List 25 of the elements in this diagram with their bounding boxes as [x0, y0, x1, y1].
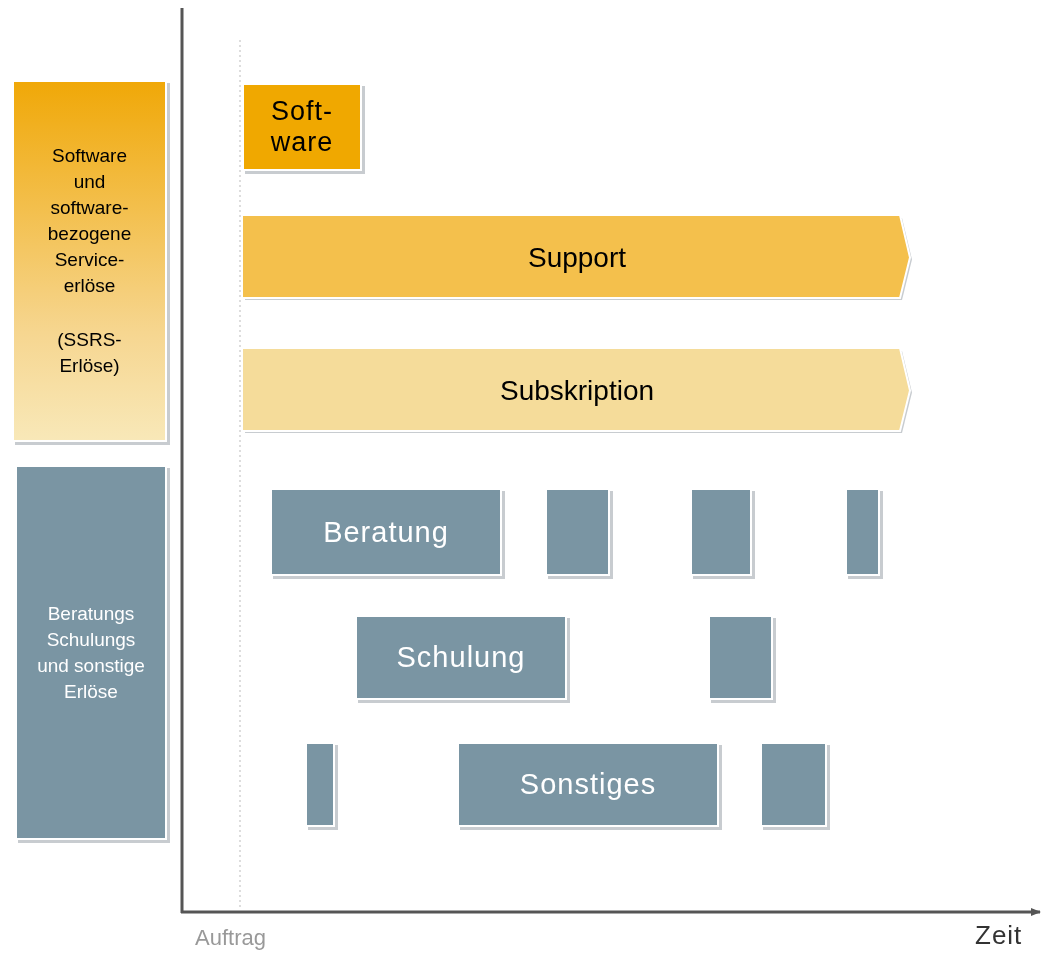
revenue-box: [270, 488, 502, 576]
time-label: Auftrag: [195, 925, 266, 951]
node-label: Beratung: [323, 515, 449, 549]
period-box: [708, 615, 773, 700]
revenue-box: [457, 742, 719, 827]
revenue-arrow: [242, 215, 912, 300]
revenue-box: [355, 615, 567, 700]
period-box: [845, 488, 880, 576]
node-label: Schulung: [396, 641, 526, 674]
category-panel: [15, 465, 167, 840]
revenue-arrow: [242, 348, 912, 433]
category-panel: [12, 80, 167, 442]
node-label: Subskription: [499, 374, 655, 407]
period-box: [760, 742, 827, 827]
node-label: Software und software-bezogene Service-erlöse: [46, 144, 133, 298]
revenue-box: [242, 83, 362, 171]
period-box: [305, 742, 335, 827]
node-label: Soft-ware: [269, 96, 335, 158]
period-box: [545, 488, 610, 576]
axis-label: Zeit: [975, 920, 1023, 951]
period-box: [690, 488, 752, 576]
node-label: (SSRS-Erlöse): [56, 328, 123, 378]
node-label: Sonstiges: [519, 768, 657, 801]
node-label: Beratungs Schulungs und sonstige Erlöse: [36, 601, 146, 704]
node-label: Support: [527, 241, 627, 274]
